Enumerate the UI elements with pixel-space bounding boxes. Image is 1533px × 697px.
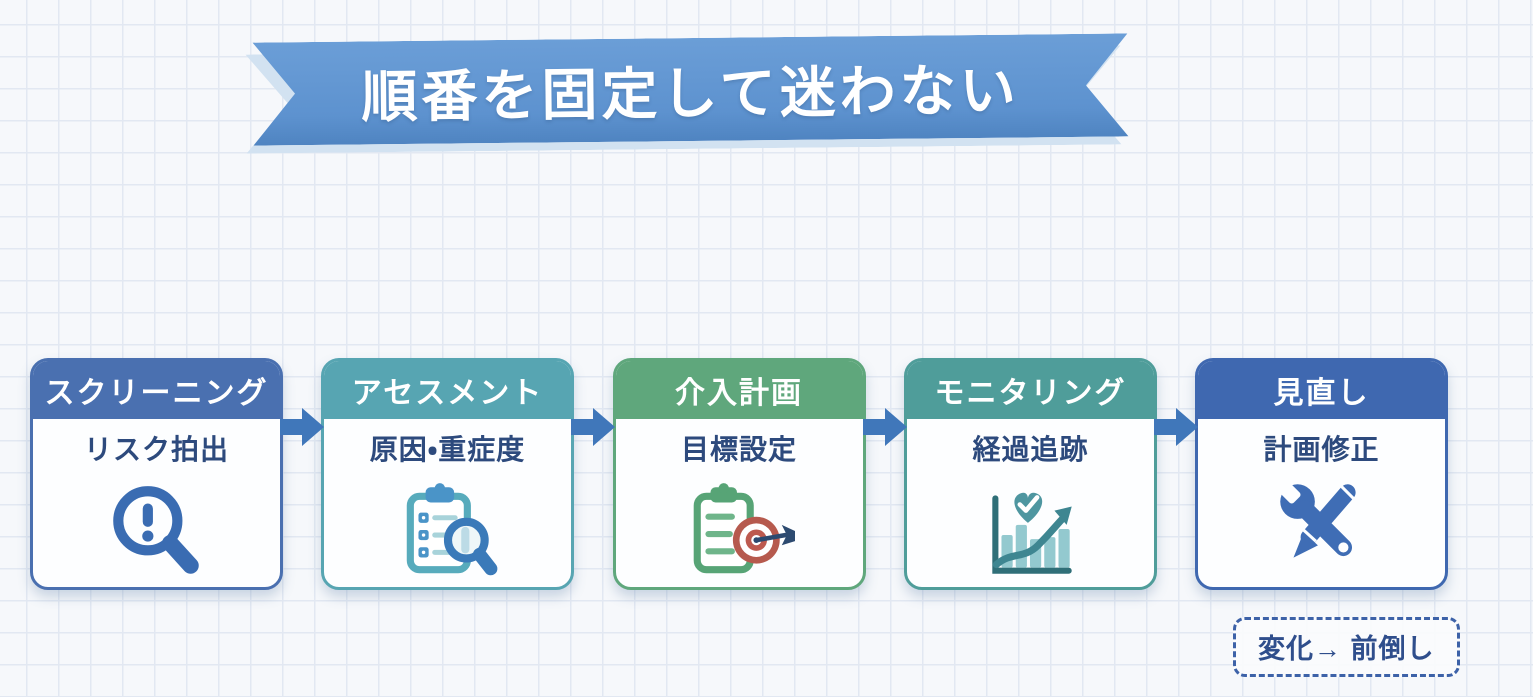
step-screening-body: リスク拍出: [33, 419, 280, 587]
step-assessment-body: 原因・重症度: [324, 419, 571, 587]
step-monitoring-body: 経過追跡: [907, 419, 1154, 587]
flow-arrow-icon: [280, 405, 324, 449]
process-flow: スクリーニング リスク拍出 アセスメント 原因・重症: [30, 358, 1448, 590]
step-intervention-plan-header: 介入計画: [615, 361, 863, 419]
step-screening-header: スクリーニング: [33, 361, 280, 419]
step-intervention-plan: 介入計画 目標設定: [612, 358, 866, 590]
flow-arrow-icon: [571, 405, 615, 449]
banner-ribbon: 順番を固定して迷わない: [252, 33, 1128, 145]
step-monitoring-header: モニタリング: [907, 361, 1154, 419]
chart-heart-check-icon: [907, 468, 1154, 587]
change-forward-note: 変化→ 前倒し: [1233, 617, 1460, 677]
step-title: スクリーニング: [44, 377, 269, 410]
step-review-body: 計画修正: [1198, 419, 1445, 587]
step-subtitle: 目標設定: [680, 434, 797, 465]
step-title: モニタリング: [934, 377, 1127, 410]
step-review: 見直し 計画修正: [1195, 358, 1448, 590]
step-subtitle: 計画修正: [1263, 434, 1380, 465]
clipboard-checklist-magnifier-icon: [324, 468, 571, 587]
step-title: 介入計画: [675, 377, 803, 410]
flow-arrow-icon: [862, 405, 907, 449]
step-subtitle: 原因・重症度: [369, 434, 526, 465]
wrench-pencil-icon: [1198, 468, 1445, 580]
step-review-header: 見直し: [1198, 361, 1445, 419]
flow-arrow-icon: [1154, 405, 1198, 449]
note-label: 変化→ 前倒し: [1258, 634, 1435, 664]
clipboard-target-dart-icon: [616, 468, 863, 587]
magnifier-exclamation-icon: [33, 468, 280, 587]
step-subtitle: リスク拍出: [83, 434, 229, 465]
step-title: 見直し: [1273, 377, 1370, 410]
step-assessment-header: アセスメント: [324, 361, 571, 419]
step-monitoring: モニタリング 経過追跡: [904, 358, 1157, 590]
step-intervention-plan-body: 目標設定: [616, 419, 863, 587]
page-title: 順番を固定して迷わない: [361, 58, 1021, 129]
step-subtitle: 経過追跡: [972, 434, 1089, 465]
step-title: アセスメント: [351, 377, 544, 410]
step-screening: スクリーニング リスク拍出: [30, 358, 283, 590]
step-assessment: アセスメント 原因・重症度: [321, 358, 574, 590]
